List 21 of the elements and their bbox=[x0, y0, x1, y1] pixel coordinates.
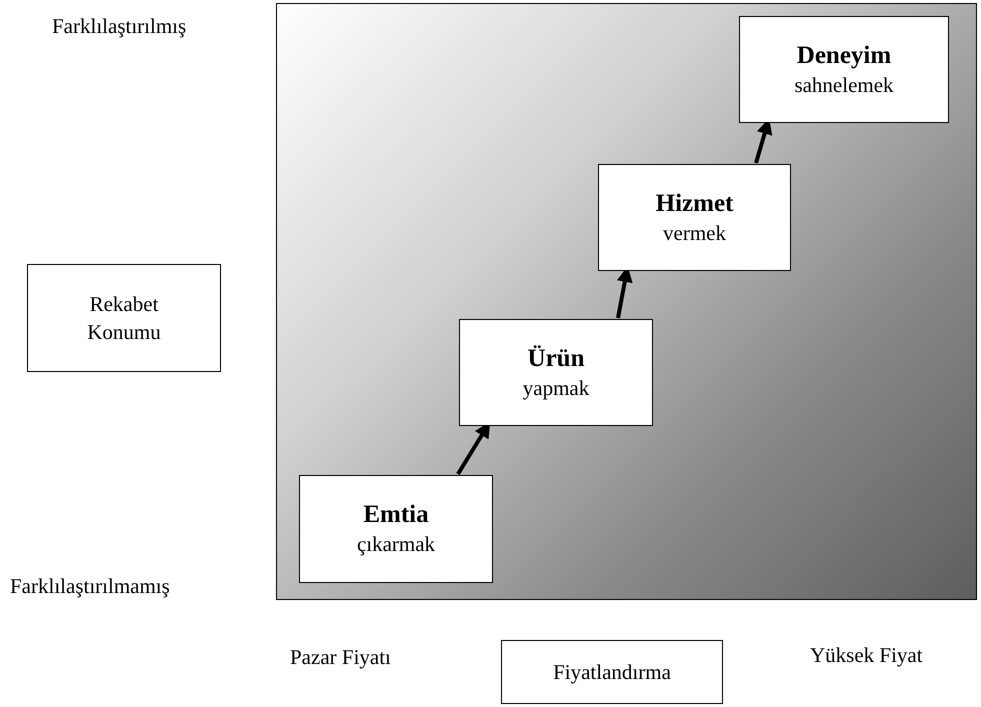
stage-verb: yapmak bbox=[522, 374, 590, 402]
axis-title: Rekabet Konumu bbox=[86, 291, 162, 346]
axis-title-box bbox=[27, 264, 221, 372]
axis-end-label: Yüksek Fiyat bbox=[810, 643, 923, 668]
stage-verb: çıkarmak bbox=[356, 531, 436, 558]
axis-title: Fiyatlandırma bbox=[553, 659, 671, 686]
stage-title: Emtia bbox=[363, 500, 429, 530]
stage-verb: vermek bbox=[663, 220, 726, 246]
stage-box bbox=[598, 164, 791, 271]
stage-title: Hizmet bbox=[656, 188, 734, 218]
stage-title: Deneyim bbox=[796, 40, 892, 70]
stage-box bbox=[739, 16, 949, 123]
axis-title-box bbox=[501, 640, 723, 704]
stage-box bbox=[459, 319, 653, 426]
axis-end-label: Farklılaştırılmış bbox=[52, 14, 186, 39]
axis-end-label: Farklılaştırılmamış bbox=[10, 574, 170, 599]
stage-verb: sahnelemek bbox=[794, 72, 894, 98]
chart-area bbox=[276, 3, 977, 600]
stage-title: Ürün bbox=[528, 344, 584, 374]
stage-box bbox=[299, 475, 493, 583]
axis-end-label: Pazar Fiyatı bbox=[290, 645, 391, 670]
